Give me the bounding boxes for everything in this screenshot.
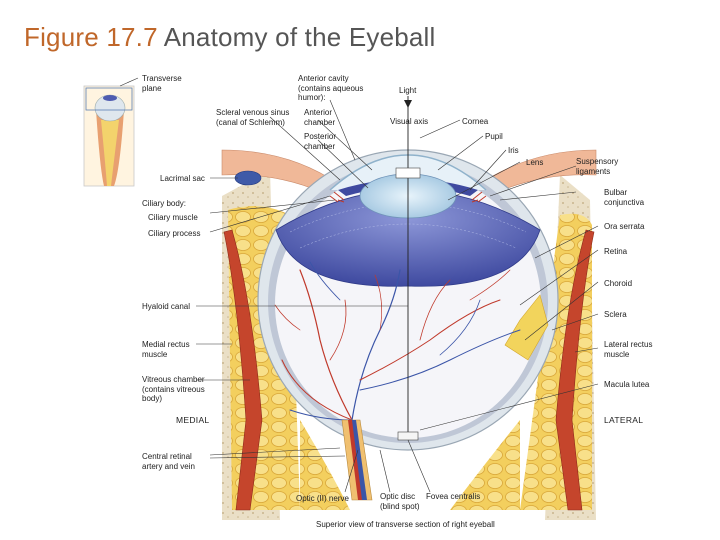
label-ciliary-muscle: Ciliary muscle (148, 213, 198, 222)
label-vitreous-chamber: Vitreous chamber (contains vitreous body… (142, 375, 205, 403)
rectus-muscles (223, 229, 595, 511)
label-anterior-chamber: Anterior chamber (304, 108, 336, 127)
label-anterior-cavity: Anterior cavity (contains aqueous humor)… (298, 74, 364, 102)
figure-title-text: Anatomy of the Eyeball (163, 22, 436, 52)
label-ciliary-body: Ciliary body: (142, 199, 187, 208)
label-posterior-chamber: Posterior chamber (304, 132, 337, 151)
eyelids (221, 149, 597, 197)
label-lacrimal-sac: Lacrimal sac (160, 174, 205, 183)
figure-number: Figure 17.7 (24, 22, 158, 52)
ora-serrata-wedge (504, 294, 549, 361)
leader-lines (119, 77, 599, 493)
label-scleral-venous-sinus: Scleral venous sinus (canal of Schlemm) (216, 108, 290, 127)
label-medial: MEDIAL (176, 415, 210, 425)
label-lateral-rectus: Lateral rectus muscle (604, 340, 653, 359)
label-cornea: Cornea (462, 117, 489, 126)
visual-axis-line (395, 96, 421, 441)
label-ora-serrata: Ora serrata (604, 222, 645, 231)
label-visual-axis: Visual axis (390, 117, 429, 126)
label-lateral: LATERAL (604, 415, 644, 425)
label-optic-disc: Optic disc (blind spot) (380, 492, 420, 511)
label-lens: Lens (526, 158, 544, 167)
label-fovea-centralis: Fovea centralis (426, 492, 481, 501)
label-optic-nerve: Optic (II) nerve (296, 494, 349, 503)
inset-orientation-diagram (83, 85, 135, 187)
label-macula-lutea: Macula lutea (604, 380, 650, 389)
label-choroid: Choroid (604, 279, 633, 288)
label-medial-rectus: Medial rectus muscle (142, 340, 190, 359)
label-retina: Retina (604, 247, 628, 256)
optic-nerve-shape (341, 419, 373, 501)
label-sclera: Sclera (604, 310, 627, 319)
label-transverse-plane: Transverse plane (142, 74, 182, 93)
retinal-vessels (274, 261, 521, 421)
label-hyaloid-canal: Hyaloid canal (142, 302, 191, 311)
label-light: Light (399, 86, 417, 95)
label-ciliary-process: Ciliary process (148, 229, 201, 238)
label-bulbar-conjunctiva: Bulbar conjunctiva (604, 188, 645, 207)
ciliary-process-shape (329, 191, 487, 203)
label-central-retinal: Central retinal artery and vein (142, 452, 195, 471)
label-pupil: Pupil (485, 132, 503, 141)
figure-caption: Superior view of transverse section of r… (316, 520, 495, 529)
label-iris: Iris (508, 146, 519, 155)
figure-title: Figure 17.7 Anatomy of the Eyeball (24, 22, 436, 53)
label-suspensory-ligaments: Suspensory ligaments (576, 157, 619, 176)
